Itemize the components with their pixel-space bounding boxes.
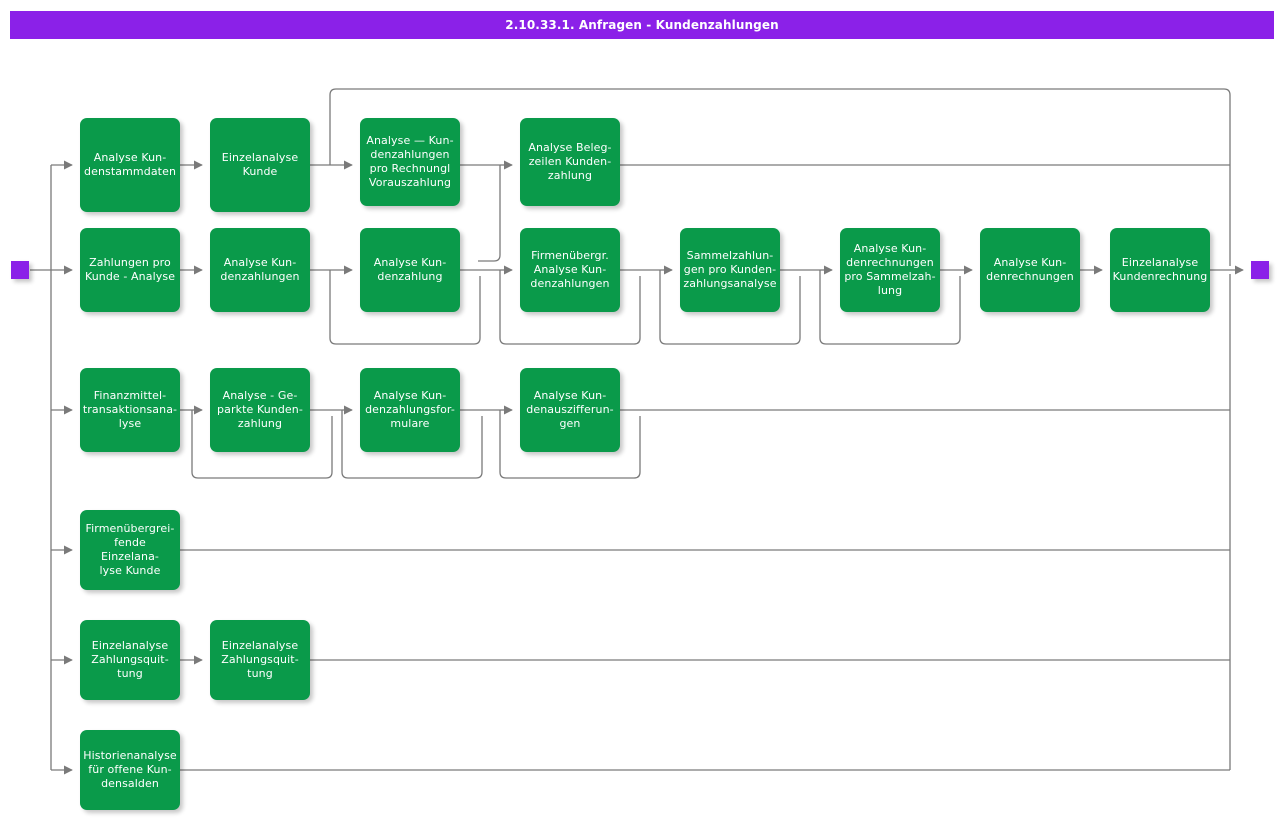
process-node-einzelanalyse-kunde[interactable]: Einzelanalyse Kunde [210, 118, 310, 212]
node-label: Analyse Kun- denrechnungen pro Sammelzah… [844, 242, 936, 297]
process-node-einzelanalyse-zahlungsquittung-2[interactable]: Einzelanalyse Zahlungsquit- tung [210, 620, 310, 700]
process-node-analyse-kundenzahlungsformulare[interactable]: Analyse Kun- denzahlungsfor- mulare [360, 368, 460, 452]
node-label: Analyse Kun- denzahlung [373, 256, 447, 283]
process-node-analyse-belegzeilen-kundenzahlung[interactable]: Analyse Beleg- zeilen Kunden- zahlung [520, 118, 620, 206]
page-title: 2.10.33.1. Anfragen - Kundenzahlungen [505, 18, 779, 32]
node-label: Analyse — Kun- denzahlungen pro Rechnung… [366, 134, 454, 189]
process-node-analyse-kundenrechnungen-pro-sammelzahlung[interactable]: Analyse Kun- denrechnungen pro Sammelzah… [840, 228, 940, 312]
start-terminal [11, 261, 29, 279]
node-label: Einzelanalyse Zahlungsquit- tung [221, 639, 299, 680]
node-label: Analyse Kun- denauszifferun- gen [526, 389, 614, 430]
process-node-firmenuebergreifende-einzelanalyse-kunde[interactable]: Firmenübergrei- fende Einzelana- lyse Ku… [80, 510, 180, 590]
process-node-finanzmitteltransaktionsanalyse[interactable]: Finanzmittel- transaktionsana- lyse [80, 368, 180, 452]
title-bar: 2.10.33.1. Anfragen - Kundenzahlungen [10, 11, 1274, 39]
node-label: Einzelanalyse Kundenrechnung [1112, 256, 1208, 283]
process-node-analyse-kundenstammdaten[interactable]: Analyse Kun- denstammdaten [80, 118, 180, 212]
node-label: Historienanalyse für offene Kun- densald… [83, 749, 177, 790]
node-label: Analyse Kun- denstammdaten [84, 151, 177, 178]
node-label: Analyse Kun- denzahlungsfor- mulare [365, 389, 455, 430]
node-label: Einzelanalyse Kunde [221, 151, 299, 178]
process-node-einzelanalyse-kundenrechnung[interactable]: Einzelanalyse Kundenrechnung [1110, 228, 1210, 312]
node-label: Analyse Beleg- zeilen Kunden- zahlung [528, 141, 612, 182]
node-label: Analyse - Ge- parkte Kunden- zahlung [217, 389, 303, 430]
node-label: Firmenübergr. Analyse Kun- denzahlungen [530, 249, 610, 290]
node-label: Firmenübergrei- fende Einzelana- lyse Ku… [85, 522, 175, 577]
process-node-sammelzahlungen-pro-kundenzahlungsanalyse[interactable]: Sammelzahlun- gen pro Kunden- zahlungsan… [680, 228, 780, 312]
node-label: Finanzmittel- transaktionsana- lyse [82, 389, 178, 430]
process-node-einzelanalyse-zahlungsquittung-1[interactable]: Einzelanalyse Zahlungsquit- tung [80, 620, 180, 700]
process-node-analyse-kundenzahlung[interactable]: Analyse Kun- denzahlung [360, 228, 460, 312]
process-node-analyse-kundenrechnungen[interactable]: Analyse Kun- denrechnungen [980, 228, 1080, 312]
process-node-firmenuebergr-analyse-kundenzahlungen[interactable]: Firmenübergr. Analyse Kun- denzahlungen [520, 228, 620, 312]
end-terminal [1251, 261, 1269, 279]
node-label: Einzelanalyse Zahlungsquit- tung [91, 639, 169, 680]
node-label: Sammelzahlun- gen pro Kunden- zahlungsan… [683, 249, 777, 290]
node-label: Analyse Kun- denrechnungen [986, 256, 1074, 283]
process-node-analyse-kundenzahlungen-pro-rechnung[interactable]: Analyse — Kun- denzahlungen pro Rechnung… [360, 118, 460, 206]
process-node-zahlungen-pro-kunde-analyse[interactable]: Zahlungen pro Kunde - Analyse [80, 228, 180, 312]
node-label: Zahlungen pro Kunde - Analyse [84, 256, 176, 283]
node-label: Analyse Kun- denzahlungen [220, 256, 300, 283]
process-node-analyse-geparkte-kundenzahlung[interactable]: Analyse - Ge- parkte Kunden- zahlung [210, 368, 310, 452]
process-node-historienanalyse-offene-kundensalden[interactable]: Historienanalyse für offene Kun- densald… [80, 730, 180, 810]
process-node-analyse-kundenausziffierungen[interactable]: Analyse Kun- denauszifferun- gen [520, 368, 620, 452]
process-node-analyse-kundenzahlungen[interactable]: Analyse Kun- denzahlungen [210, 228, 310, 312]
